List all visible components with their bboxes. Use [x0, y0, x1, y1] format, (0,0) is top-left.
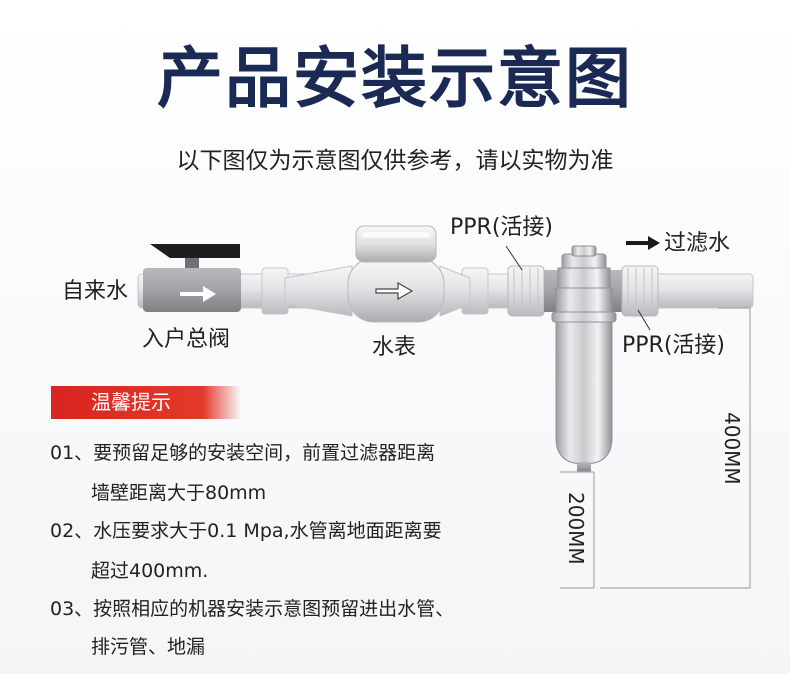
ppr-left-label: PPR(活接) — [450, 215, 553, 240]
leader-line — [505, 245, 523, 271]
filtered-water-label: 过滤水 — [664, 231, 731, 256]
dimension-200mm-label: 200MM — [564, 492, 588, 565]
water-meter — [284, 225, 471, 323]
ppr-union-right — [606, 265, 659, 317]
tap-water-label: 自来水 — [62, 279, 129, 304]
tip-item-1-continued: 墙壁距离大于80mm — [91, 482, 267, 504]
pre-filter — [551, 245, 617, 472]
tip-item-2: 02、水压要求大于0.1 Mpa,水管离地面距离要 — [50, 520, 442, 542]
main-valve — [143, 244, 241, 312]
tip-item-3: 03、按照相应的机器安装示意图预留进出水管、 — [50, 598, 455, 620]
dimension-400mm — [600, 307, 751, 589]
dimension-200mm — [560, 471, 595, 589]
page-subtitle: 以下图仅为示意图仅供参考，请以实物为准 — [176, 148, 614, 174]
tip-item-1: 01、要预留足够的安装空间，前置过滤器距离 — [50, 442, 436, 464]
ppr-union-left — [507, 265, 560, 317]
tip-item-2-continued: 超过400mm. — [91, 560, 209, 582]
leader-line — [637, 309, 651, 331]
page-title: 产品安装示意图 — [157, 40, 633, 117]
water-meter-label: 水表 — [372, 335, 417, 360]
tip-item-3-continued: 排污管、地漏 — [91, 636, 206, 658]
dimension-400mm-label: 400MM — [720, 412, 744, 485]
main-valve-label: 入户总阀 — [142, 327, 231, 352]
ppr-right-label: PPR(活接) — [622, 333, 725, 358]
tips-heading: 温馨提示 — [51, 386, 241, 419]
pipe-coupling — [261, 267, 289, 315]
arrow-icon — [626, 236, 660, 250]
